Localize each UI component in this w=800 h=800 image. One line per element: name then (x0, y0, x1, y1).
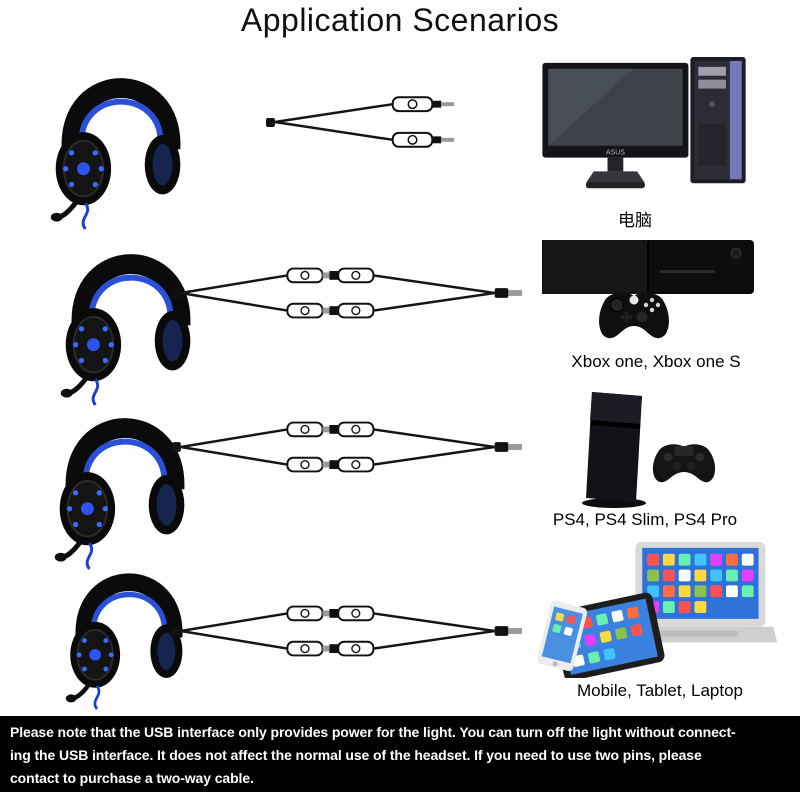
audio-extension-cable-image (172, 416, 524, 478)
gaming-headset-image (50, 50, 192, 230)
desktop-pc-image (540, 55, 752, 203)
xbox-console-image (540, 240, 762, 356)
device-label-ps4: PS4, PS4 Slim, PS4 Pro (552, 510, 738, 529)
device-label-mobile: Mobile, Tablet, Laptop (576, 681, 744, 700)
device-label-pc: 电脑 (618, 211, 652, 230)
audio-extension-cable-image (172, 600, 524, 662)
ps4-console-image (578, 390, 738, 510)
page-title: Application Scenarios (240, 2, 560, 38)
y-splitter-cable-image (266, 94, 464, 150)
mobile-devices-image (538, 540, 780, 678)
notice-line: ing the USB interface. It does not affec… (10, 747, 702, 763)
notice-line: contact to purchase a two-way cable. (10, 770, 254, 786)
audio-extension-cable-image (172, 262, 524, 324)
usb-notice-bar: Please note that the USB interface only … (0, 716, 800, 792)
notice-line: Please note that the USB interface only … (10, 724, 736, 740)
device-label-xbox: Xbox one, Xbox one S (571, 352, 741, 371)
